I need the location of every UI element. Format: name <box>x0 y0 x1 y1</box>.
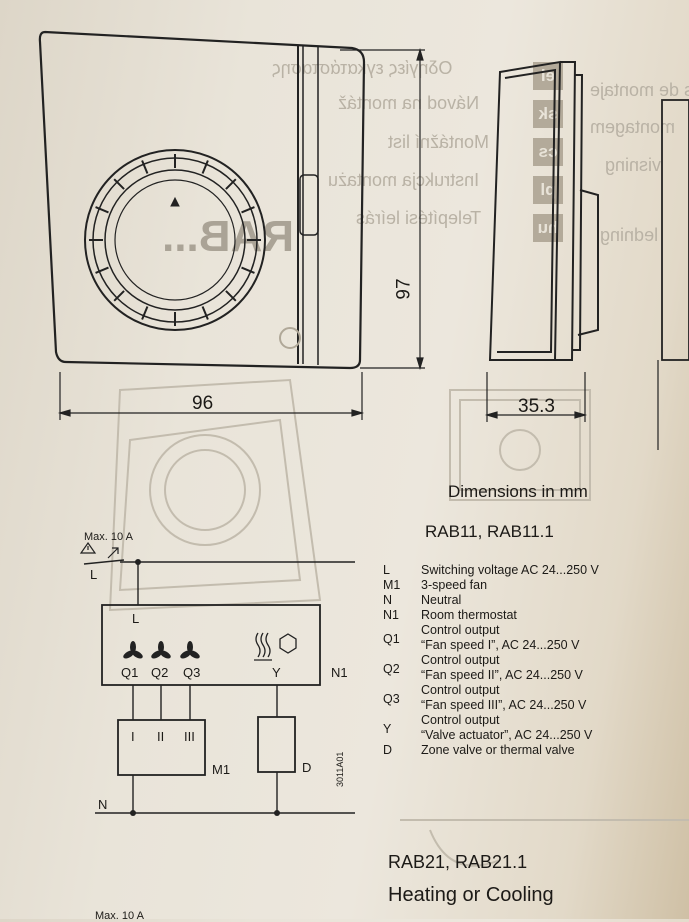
dial-tick <box>141 306 149 320</box>
max-current-label: Max. 10 A <box>84 531 133 543</box>
legend-key: Q1 <box>383 632 400 646</box>
fan-icon <box>130 641 136 653</box>
width-dimension: 96 <box>192 393 214 414</box>
output-q1: Q1 <box>121 665 139 680</box>
legend-key: Q3 <box>383 692 400 706</box>
model-title: RAB11, RAB11.1 <box>425 522 554 541</box>
front-view <box>38 30 366 370</box>
next-section-subtitle: Heating or Cooling <box>388 884 554 906</box>
legend-text: 3-speed fan <box>421 578 488 592</box>
dial-tick <box>225 290 237 302</box>
fan-icon <box>159 650 171 659</box>
output-q2: Q2 <box>151 665 169 680</box>
output-q3: Q3 <box>183 665 201 680</box>
fan-speed-1: I <box>131 729 135 744</box>
dial-tick <box>95 206 109 214</box>
fan-icon <box>131 650 143 659</box>
fan-icon <box>123 650 135 659</box>
dial-tick <box>201 306 209 320</box>
dial-tick <box>225 178 237 190</box>
dial-tick <box>141 160 149 174</box>
fan-icons <box>123 641 200 659</box>
output-y: Y <box>272 665 281 680</box>
drawing-number: 3011A01 <box>335 751 345 787</box>
dial-tick <box>201 160 209 174</box>
heat-cool-icon <box>254 632 297 661</box>
fan-icon <box>180 650 192 659</box>
height-dimension: 97 <box>393 278 415 300</box>
legend-text: Zone valve or thermal valve <box>421 743 575 757</box>
next-max-current: Max. 10 A <box>95 910 144 922</box>
legend-text: “Fan speed I”, AC 24...250 V <box>421 638 580 652</box>
legend-text: Room thermostat <box>421 608 517 622</box>
legend-text: Control output <box>421 653 500 667</box>
dial-tick <box>113 290 125 302</box>
legend-key: Q2 <box>383 662 400 676</box>
depth-dimension: 35.3 <box>518 396 555 417</box>
valve-label: D <box>302 760 312 775</box>
legend-key: N <box>383 593 393 607</box>
legend-key: N1 <box>383 608 399 622</box>
thermostat-label: N1 <box>331 665 348 680</box>
dial-tick <box>113 178 125 190</box>
legend-text: Control output <box>421 623 500 637</box>
next-model-title: RAB21, RAB21.1 <box>388 852 528 872</box>
dial-tick <box>241 206 255 214</box>
legend-key: M1 <box>383 578 401 592</box>
legend-text: Control output <box>421 683 500 697</box>
wiring-diagram <box>79 541 355 814</box>
fan-speed-3: III <box>184 729 195 744</box>
dial-tick <box>95 266 109 274</box>
legend-text: Switching voltage AC 24...250 V <box>421 563 599 577</box>
fan-speed-2: II <box>157 729 165 744</box>
fan-label: M1 <box>212 762 231 777</box>
fan-icon <box>158 641 164 653</box>
dial-tick <box>241 266 255 274</box>
line-label: L <box>90 567 98 582</box>
fan-icon <box>187 641 193 653</box>
dimensions-caption: Dimensions in mm <box>448 482 588 501</box>
legend-key: Y <box>383 722 392 736</box>
legend-key: L <box>383 563 390 577</box>
fan-icon <box>151 650 163 659</box>
side-view <box>488 60 689 450</box>
legend-text: “Fan speed II”, AC 24...250 V <box>421 668 583 682</box>
fan-icon <box>188 650 200 659</box>
legend-text: Control output <box>421 713 500 727</box>
neutral-label: N <box>98 797 108 812</box>
box-line-label: L <box>132 611 140 626</box>
legend-key: D <box>383 743 393 757</box>
legend-text: Neutral <box>421 593 462 607</box>
legend-text: “Valve actuator”, AC 24...250 V <box>421 728 593 742</box>
legend-text: “Fan speed III”, AC 24...250 V <box>421 698 587 712</box>
dimension-lines <box>57 47 588 422</box>
faint-mounting-drawing <box>108 378 689 867</box>
